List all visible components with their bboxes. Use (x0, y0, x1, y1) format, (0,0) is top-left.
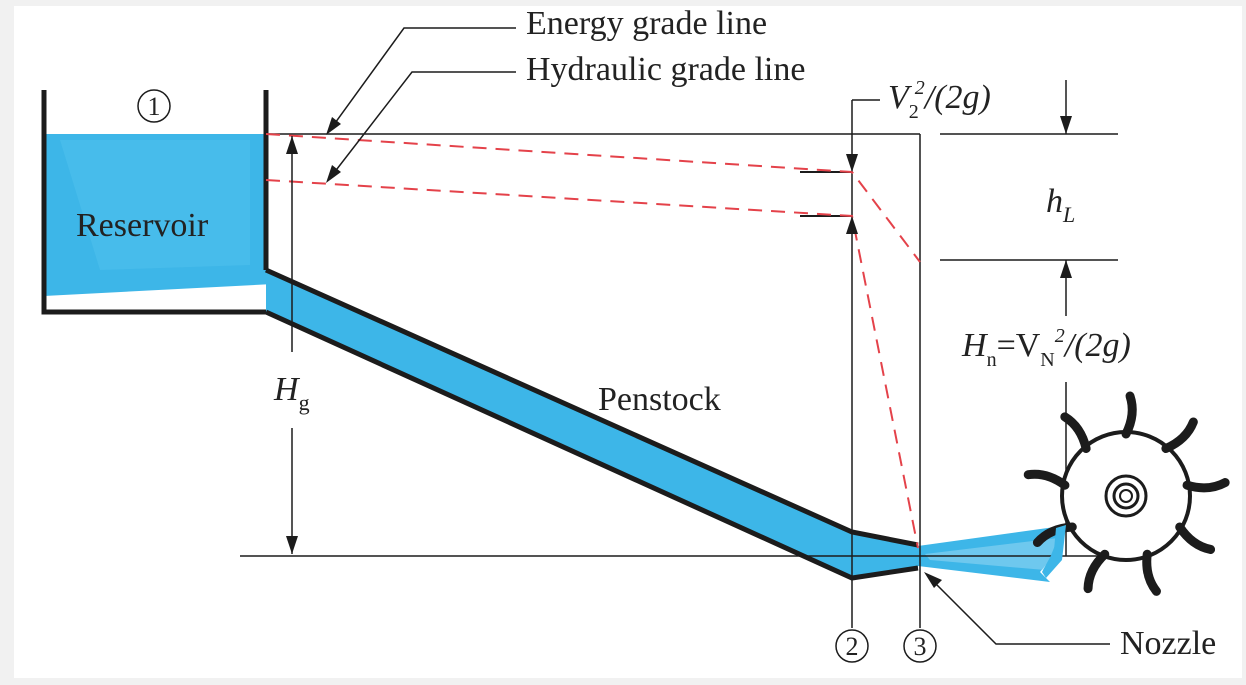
station-2-circle (835, 629, 869, 663)
nozzle-label: Nozzle (1120, 625, 1216, 662)
station-3-circle (903, 629, 937, 663)
station-1-circle (137, 89, 171, 123)
hn-arrowhead-up (1060, 260, 1072, 278)
penstock-label: Penstock (598, 381, 721, 418)
reservoir-water-highlight (60, 140, 250, 270)
v2-arrowhead-down (846, 154, 858, 172)
nozzle-leader-line (927, 575, 1110, 645)
hg-arrowhead-up (286, 136, 298, 154)
head-loss-label: hL (1046, 183, 1075, 227)
nozzle-jet-highlight (925, 538, 1058, 570)
energy-grade-line-label: Energy grade line (526, 5, 767, 42)
jet-impact-region (1042, 525, 1066, 578)
pelton-wheel-icon (1023, 391, 1230, 596)
station-3-number: 3 (914, 632, 927, 661)
hgl-leader-line (329, 71, 516, 179)
hydraulic-grade-line-label: Hydraulic grade line (526, 51, 805, 88)
station-1-number: 1 (148, 92, 161, 121)
hg-label: Hg (273, 371, 310, 415)
nozzle-head-label: Hn=VN2/(2g) (961, 325, 1131, 371)
hgl-leader-arrowhead (326, 165, 341, 183)
nozzle-leader-arrowhead (924, 572, 942, 588)
station-2-number: 2 (846, 632, 859, 661)
hl-arrowhead-down (1060, 116, 1072, 134)
v2-arrowhead-up (846, 216, 858, 234)
hg-arrowhead-down (286, 536, 298, 554)
reservoir-left-wall (41, 90, 266, 315)
reservoir-label: Reservoir (76, 207, 209, 244)
egl-leader-arrowhead (326, 117, 341, 135)
egl-leader-line (329, 27, 516, 131)
penstock-water (266, 270, 918, 578)
